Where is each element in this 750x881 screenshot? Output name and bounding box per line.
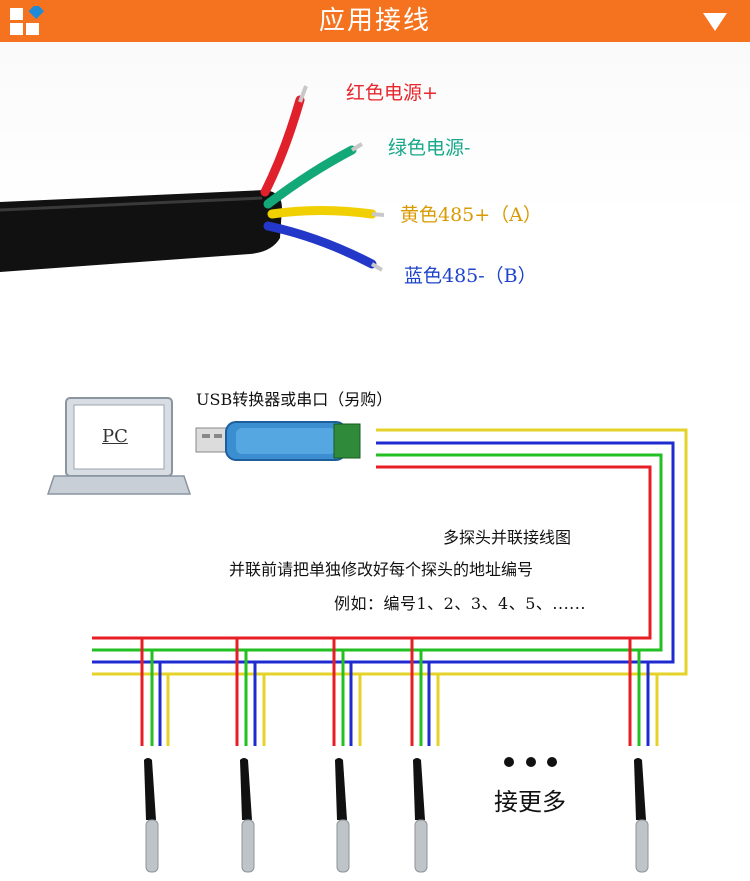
probe-drops [140, 638, 659, 746]
blue-wire-label: 蓝色485-（B） [404, 265, 537, 287]
green-wire-label: 绿色电源- [388, 137, 471, 159]
usb-converter-label: USB转换器或串口（另购） [196, 390, 393, 409]
laptop-icon [46, 397, 192, 495]
more-probes-label: 接更多 [494, 788, 566, 816]
cable-illustration [0, 85, 385, 272]
blocks-logo-icon [10, 6, 44, 35]
probe-sensor-icon [240, 758, 255, 873]
wiring-diagram [46, 397, 688, 873]
usb-converter-icon [195, 421, 361, 461]
probe-sensor-icon [413, 758, 428, 873]
diagram-example: 例如：编号1、2、3、4、5、...... [334, 594, 586, 613]
pc-label: PC [102, 426, 128, 447]
probe-sensor-icon [144, 758, 159, 873]
header-bar: 应用接线 [0, 0, 750, 42]
page-title: 应用接线 [318, 6, 431, 36]
probe-sensor-icon [634, 758, 649, 873]
trunk-wires [92, 428, 688, 676]
diagram-instruction: 并联前请把单独修改好每个探头的地址编号 [229, 560, 534, 579]
red-wire-label: 红色电源+ [346, 82, 438, 104]
triangle-down-icon[interactable] [702, 12, 728, 32]
ellipsis-icon [504, 757, 557, 767]
yellow-wire-label: 黄色485+（A） [400, 204, 542, 226]
diagram-title: 多探头并联接线图 [443, 528, 572, 547]
cable-photo [0, 42, 750, 332]
probe-sensor-icon [335, 758, 350, 873]
